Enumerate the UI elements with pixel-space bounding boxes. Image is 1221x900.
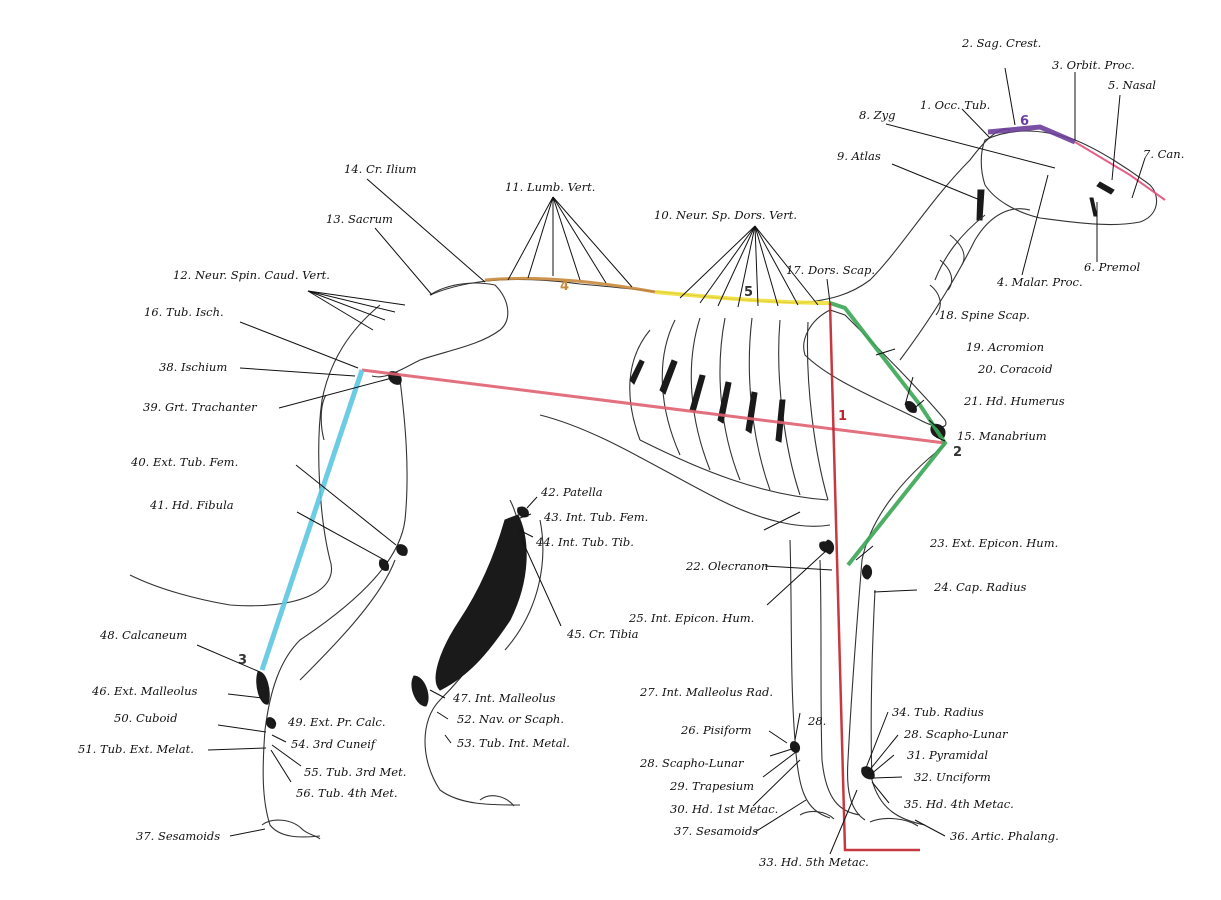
tibia-crest bbox=[436, 515, 526, 690]
label-10-neur-sp-dors-vert: 10. Neur. Sp. Dors. Vert. bbox=[654, 208, 797, 222]
label-20-coracoid: 20. Coracoid bbox=[977, 362, 1052, 376]
calcaneum-mark bbox=[257, 672, 270, 704]
foreleg-far-carpal bbox=[790, 742, 799, 753]
label-16-tub-isch: 16. Tub. Isch. bbox=[144, 305, 224, 319]
measure-mark-1: 1 bbox=[838, 409, 847, 424]
label-36-artic-phalang: 36. Artic. Phalang. bbox=[950, 829, 1059, 843]
scapula-measure-line bbox=[830, 303, 945, 565]
label-34-tub-radius: 34. Tub. Radius bbox=[892, 705, 984, 719]
label-13-sacrum: 13. Sacrum bbox=[326, 212, 393, 226]
label-47-int-malleolus: 47. Int. Malleolus bbox=[452, 691, 556, 705]
measure-mark-6: 6 bbox=[1020, 114, 1029, 129]
label-53-tub-int-metal: 53. Tub. Int. Metal. bbox=[457, 736, 570, 750]
label-30-hd-1st-metac: 30. Hd. 1st Metac. bbox=[670, 802, 778, 816]
label-42-patella: 42. Patella bbox=[540, 485, 603, 499]
label-37-sesamoids-fore: 37. Sesamoids bbox=[674, 824, 758, 838]
label-3-orbit-proc: 3. Orbit. Proc. bbox=[1052, 58, 1135, 72]
foreleg-far bbox=[790, 540, 860, 818]
label-5-nasal: 5. Nasal bbox=[1108, 78, 1156, 92]
label-21-hd-humerus: 21. Hd. Humerus bbox=[963, 394, 1065, 408]
label-37-sesamoids-hind: 37. Sesamoids bbox=[136, 829, 220, 843]
label-28-scapho-lunar-left: 28. Scapho-Lunar bbox=[639, 756, 745, 770]
label-12-neur-spin-caud-vert: 12. Neur. Spin. Caud. Vert. bbox=[173, 268, 330, 282]
label-14-cr-ilium: 14. Cr. Ilium bbox=[344, 162, 417, 176]
label-4-malar-proc: 4. Malar. Proc. bbox=[996, 275, 1083, 289]
label-8-zyg: 8. Zyg bbox=[859, 108, 895, 122]
label-56-tub-4th-met: 56. Tub. 4th Met. bbox=[296, 786, 398, 800]
body-length-line bbox=[362, 370, 945, 443]
label-9-atlas: 9. Atlas bbox=[837, 149, 881, 163]
cervical-vertebrae bbox=[930, 215, 985, 315]
label-54-3rd-cuneif: 54. 3rd Cuneif bbox=[291, 737, 377, 751]
hind-tarsal-mark bbox=[266, 718, 275, 729]
label-17-dors-scap: 17. Dors. Scap. bbox=[786, 263, 875, 277]
dorsal-measure-line bbox=[655, 292, 830, 303]
lumbar-measure-line bbox=[485, 278, 655, 292]
label-46-ext-malleolus: 46. Ext. Malleolus bbox=[91, 684, 198, 698]
label-28-stray: 28. bbox=[807, 714, 826, 728]
label-35-hd-4th-metac: 35. Hd. 4th Metac. bbox=[904, 797, 1014, 811]
ribcage bbox=[630, 318, 828, 500]
label-48-calcaneum: 48. Calcaneum bbox=[99, 628, 187, 642]
label-7-can: 7. Can. bbox=[1143, 147, 1184, 161]
label-38-ischium: 38. Ischium bbox=[159, 360, 227, 374]
label-22-olecranon: 22. Olecranon bbox=[685, 559, 768, 573]
ext-tub-fem-mark bbox=[397, 545, 408, 556]
label-11-lumb-vert: 11. Lumb. Vert. bbox=[505, 180, 595, 194]
label-18-spine-scap: 18. Spine Scap. bbox=[939, 308, 1030, 322]
ext-epicon-mark bbox=[862, 565, 871, 579]
label-27-int-malleolus-rad: 27. Int. Malleolus Rad. bbox=[639, 685, 773, 699]
label-6-premol: 6. Premol bbox=[1084, 260, 1140, 274]
label-52-nav-or-scaph: 52. Nav. or Scaph. bbox=[457, 712, 564, 726]
label-15-manabrium: 15. Manabrium bbox=[957, 429, 1047, 443]
measure-mark-5: 5 bbox=[744, 285, 753, 300]
label-41-hd-fibula: 41. Hd. Fibula bbox=[149, 498, 234, 512]
label-45-cr-tibia: 45. Cr. Tibia bbox=[566, 627, 639, 641]
label-24-cap-radius: 24. Cap. Radius bbox=[933, 580, 1026, 594]
measure-mark-2: 2 bbox=[953, 445, 962, 460]
pelvis-outline bbox=[372, 283, 508, 377]
label-44-int-tub-tib: 44. Int. Tub. Tib. bbox=[535, 535, 634, 549]
label-23-ext-epicon-hum: 23. Ext. Epicon. Hum. bbox=[929, 536, 1058, 550]
label-1-occ-tub: 1. Occ. Tub. bbox=[920, 98, 990, 112]
label-43-int-tub-fem: 43. Int. Tub. Fem. bbox=[543, 510, 648, 524]
label-25-int-epicon-hum: 25. Int. Epicon. Hum. bbox=[628, 611, 754, 625]
label-40-ext-tub-fem: 40. Ext. Tub. Fem. bbox=[130, 455, 238, 469]
label-33-hd-5th-metac: 33. Hd. 5th Metac. bbox=[759, 855, 869, 869]
int-malleolus-mark bbox=[412, 676, 428, 706]
label-49-ext-pr-calc: 49. Ext. Pr. Calc. bbox=[287, 715, 385, 729]
skull-jaw-mark bbox=[1090, 198, 1097, 216]
measure-mark-4: 4 bbox=[560, 279, 569, 294]
label-19-acromion: 19. Acromion bbox=[966, 340, 1044, 354]
label-55-tub-3rd-met: 55. Tub. 3rd Met. bbox=[304, 765, 406, 779]
skull-eye-mark bbox=[1097, 182, 1114, 194]
label-29-trapesium: 29. Trapesium bbox=[669, 779, 754, 793]
label-26-pisiform: 26. Pisiform bbox=[680, 723, 752, 737]
label-31-pyramidal: 31. Pyramidal bbox=[907, 748, 988, 762]
measurement-lines bbox=[262, 127, 1165, 850]
label-50-cuboid: 50. Cuboid bbox=[114, 711, 177, 725]
label-32-unciform: 32. Unciform bbox=[914, 770, 991, 784]
label-28-scapho-lunar-right: 28. Scapho-Lunar bbox=[903, 727, 1009, 741]
label-51-tub-ext-melat: 51. Tub. Ext. Melat. bbox=[78, 742, 194, 756]
atlas-mark bbox=[977, 190, 984, 220]
label-39-grt-trachanter: 39. Grt. Trachanter bbox=[143, 400, 258, 414]
label-2-sag-crest: 2. Sag. Crest. bbox=[961, 36, 1041, 50]
paw-fore-near bbox=[870, 819, 918, 826]
